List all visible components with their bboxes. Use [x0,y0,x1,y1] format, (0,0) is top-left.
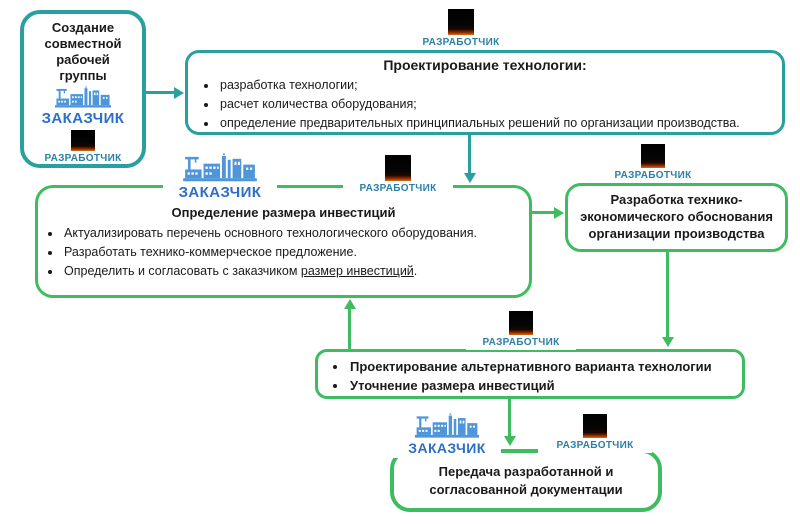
investment-bullets: Актуализировать перечень основного техно… [38,224,529,280]
arrow-shaft [666,252,669,339]
developer-label: РАЗРАБОТЧИК [359,183,437,194]
customer-label: ЗАКАЗЧИК [178,184,262,201]
developer-label: РАЗРАБОТЧИК [556,440,634,451]
arrow-head [503,436,516,446]
developer-square-icon [448,9,474,35]
bullet-item: Определить и согласовать с заказчиком ра… [62,262,529,281]
box-tech-design: Проектирование технологии: разработка те… [185,50,785,135]
bullet-item: определение предварительных принципиальн… [218,114,782,133]
developer-actor-alternative: РАЗРАБОТЧИК [466,311,576,350]
developer-actor-tech-design: РАЗРАБОТЧИК [400,9,522,50]
box-feasibility: Разработка технико-экономического обосно… [565,183,788,252]
arrow-shaft [532,211,556,214]
developer-label: РАЗРАБОТЧИК [422,37,500,48]
customer-label: ЗАКАЗЧИК [41,110,125,128]
arrow-shaft [468,135,471,175]
customer-factory-icon [54,86,112,108]
developer-square-icon [71,130,95,151]
feasibility-title: Разработка технико-экономического обосно… [580,192,773,241]
developer-square-icon [583,414,607,438]
developer-label: РАЗРАБОТЧИК [44,153,122,164]
developer-label: РАЗРАБОТЧИК [482,337,560,348]
arrow-head [174,86,184,99]
customer-actor-investment: ЗАКАЗЧИК [163,153,277,203]
developer-actor-handover: РАЗРАБОТЧИК [538,414,652,453]
tech-design-title: Проектирование технологии: [383,57,587,73]
customer-actor-handover: ЗАКАЗЧИК [393,413,501,458]
developer-label: РАЗРАБОТЧИК [614,170,692,181]
customer-factory-icon [414,413,480,438]
bullet-item: Актуализировать перечень основного техно… [62,224,529,243]
tech-design-bullets: разработка технологии; расчет количества… [188,76,782,132]
arrow-head [343,299,356,309]
customer-factory-icon [183,153,257,182]
developer-actor-investment: РАЗРАБОТЧИК [343,155,453,196]
developer-actor-feasibility: РАЗРАБОТЧИК [592,144,714,183]
alternative-bullets: Проектирование альтернативного варианта … [318,358,742,396]
bullet-item: Разработать технико-коммерческое предлож… [62,243,529,262]
box-working-group: Создание совместной рабочей группы [20,10,146,168]
arrow-head [463,173,476,183]
arrow-shaft [146,91,176,94]
bullet-item: расчет количества оборудования; [218,95,782,114]
investment-title: Определение размера инвестиций [171,205,396,220]
box-alternative: Проектирование альтернативного варианта … [315,349,745,399]
handover-title: Передача разработанной и согласованной д… [429,463,623,497]
developer-square-icon [385,155,411,181]
arrow-shaft [348,307,351,349]
bullet-item: Уточнение размера инвестиций [348,377,742,396]
bullet-item: Проектирование альтернативного варианта … [348,358,742,377]
bullet-item: разработка технологии; [218,76,782,95]
arrow-shaft [508,399,511,438]
developer-square-icon [509,311,533,335]
working-group-title: Создание совместной рабочей группы [44,20,122,83]
arrow-head [554,206,564,219]
arrow-head [661,337,674,347]
box-handover: Передача разработанной и согласованной д… [390,449,662,512]
customer-label: ЗАКАЗЧИК [408,440,486,456]
box-investment: Определение размера инвестиций Актуализи… [35,185,532,298]
developer-square-icon [641,144,665,168]
